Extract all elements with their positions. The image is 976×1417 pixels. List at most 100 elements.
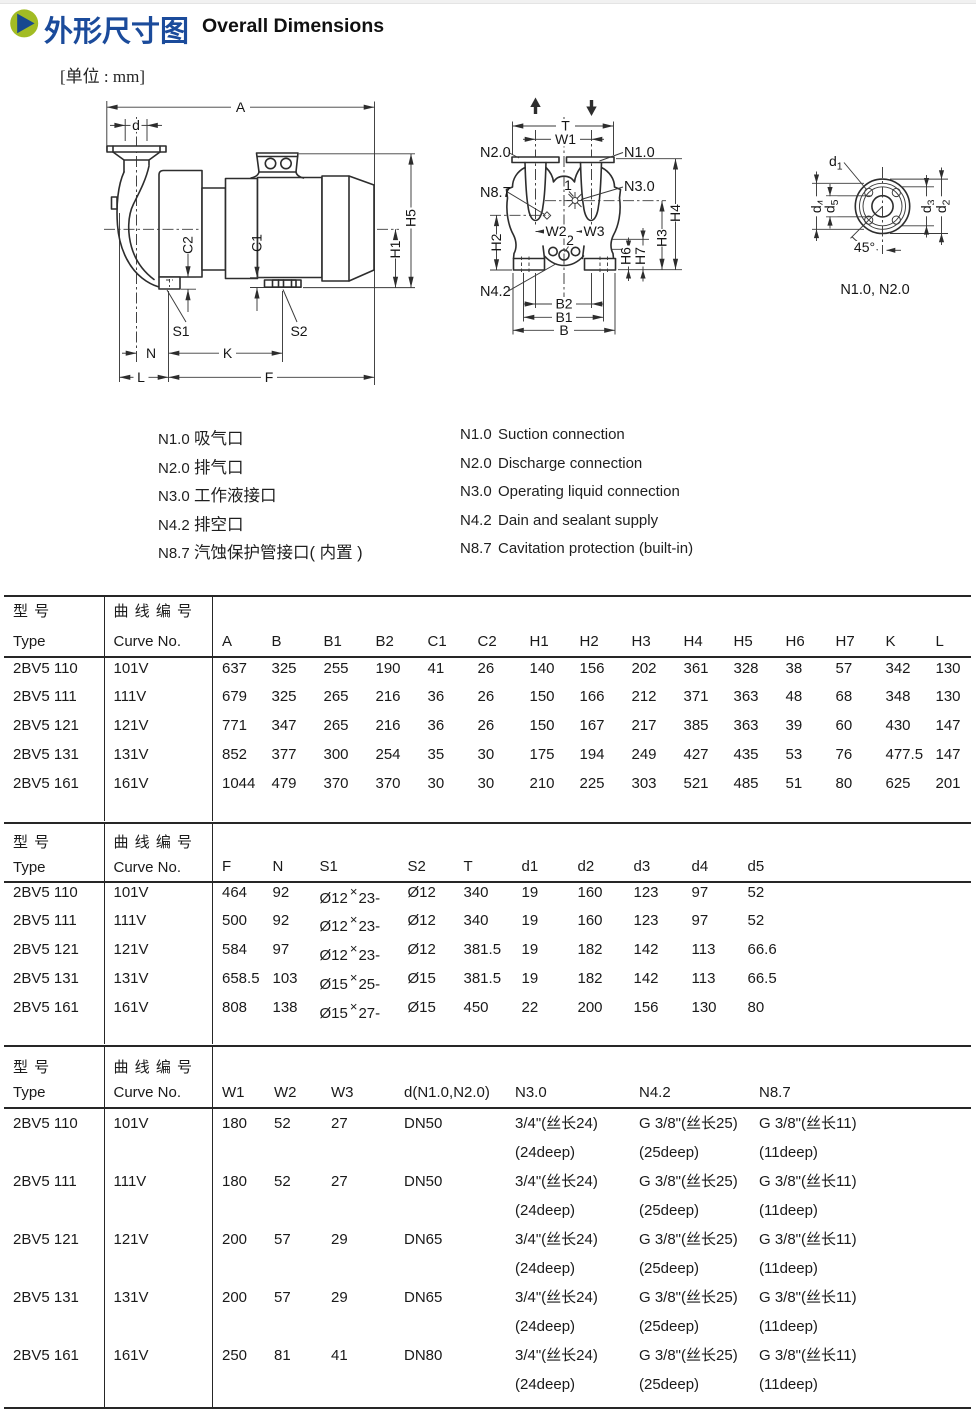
legend-term: Dain and sealant supply [498,511,659,529]
cell: 156 [633,999,659,1016]
type-header-zh: 型 号 [13,1059,51,1076]
legend-code: N4.2 [460,511,492,529]
unit-note: [单位 : mm] [60,67,145,86]
col-header: d3 [624,823,683,883]
col-header: N [263,823,311,883]
cell: 123 [633,884,659,901]
filler-cell [213,802,972,821]
cell: 182 [577,941,603,958]
col-header: N3.0 [506,1046,630,1109]
port-label-n10: N1.0 [624,145,655,161]
cell-line-2: (25deep) [639,1260,700,1277]
row-curve: 121V [104,939,213,969]
front-view-drawing: T W1 N2.0 N1.0 N8.7 N3.0 1 N4.2 2 W2 W3 [480,97,683,338]
cell: 138 [272,999,298,1016]
cell: 584 [222,941,248,958]
dim-label-h5: H5 [403,209,419,227]
cell-line-1: G 3/8"(丝长11) [759,1289,857,1306]
page-title-zh: 外形尺寸图 [44,16,190,48]
col-header: H1 [520,596,571,658]
col-header: K [876,596,927,658]
dim-label-d5-sub: 5 [829,199,841,205]
curve-header-en: Curve No. [113,858,182,876]
port-label-n20: N2.0 [480,145,511,161]
type-header-en: Type [13,1084,46,1101]
cell: 3/4"(丝长24)(24deep) [506,1341,630,1399]
cell: Ø12×23- [311,911,399,940]
cell: 76 [835,745,853,763]
cell: 435 [733,745,759,763]
legend-term: Suction connection [498,426,625,443]
cell: 485 [733,774,759,792]
cell: Ø12×23- [311,882,399,911]
curve-header-en: Curve No. [113,633,182,650]
legend-term: Discharge connection [498,454,643,472]
cell: 156 [579,659,605,677]
cell: 80 [835,774,853,792]
cell-line-1: G 3/8"(丝长11) [759,1231,857,1248]
cell-line-1: 3/4"(丝长24) [515,1173,598,1190]
cell: 3/4"(丝长24)(24deep) [506,1167,630,1225]
row-curve: 101V [104,881,213,911]
filler-cell [104,1026,213,1044]
row-curve: 101V [104,1108,213,1167]
cell-s1-times: × [349,884,358,899]
cell-s1-times: × [349,941,358,956]
cell: Ø15×25- [311,969,399,998]
dim-label-h4: H4 [667,204,683,222]
row-curve: 101V [104,657,213,686]
col-header: H3 [622,596,675,658]
cell: Ø12 [407,941,436,958]
row-curve: 131V [104,968,213,998]
page-title-en: Overall Dimensions [202,15,385,37]
type-header-en: Type [13,633,46,650]
flange-caption: N1.0, N2.0 [840,282,909,298]
cell-line-2: (11deep) [759,1318,818,1335]
curve-header-zh: 曲 线 编 号 [113,834,194,851]
cell: 347 [271,716,297,734]
cell: 363 [733,716,759,734]
cell: 142 [633,970,659,987]
col-header: W2 [265,1046,322,1109]
cell: 427 [683,745,709,763]
col-header: d1 [512,823,569,883]
type-header-zh: 型 号 [13,834,51,851]
cell: 27 [331,1115,348,1132]
point-label-1: 1 [564,177,572,193]
cell: 371 [683,687,709,705]
dim-label-c1: C1 [249,234,265,252]
cell: 97 [691,884,709,901]
filler-cell [104,1399,213,1408]
cell: 147 [935,745,961,763]
cell: 180 [222,1173,248,1190]
legend-code: N8.7 [460,540,492,557]
cell: 19 [521,970,539,987]
cell-line-2: (24deep) [515,1144,576,1161]
cell-s1-times: × [349,970,358,985]
cell-line-2: (11deep) [759,1260,818,1277]
type-header-cell: 型 号 Type [4,1046,105,1109]
curve-header-zh: 曲 线 编 号 [113,1059,194,1076]
cell: 160 [577,912,603,929]
cell: 217 [631,716,657,734]
col-header: C2 [468,596,521,658]
dim-d2-label-group: d2 [933,196,953,217]
filler-row [4,1399,971,1408]
cell-s1-len: 23- [358,918,381,935]
legend-term: 工作液接口 [194,487,277,505]
cell-s1-dia: Ø15 [319,1005,348,1022]
col-header: B1 [314,596,367,658]
cell: 175 [529,745,555,763]
